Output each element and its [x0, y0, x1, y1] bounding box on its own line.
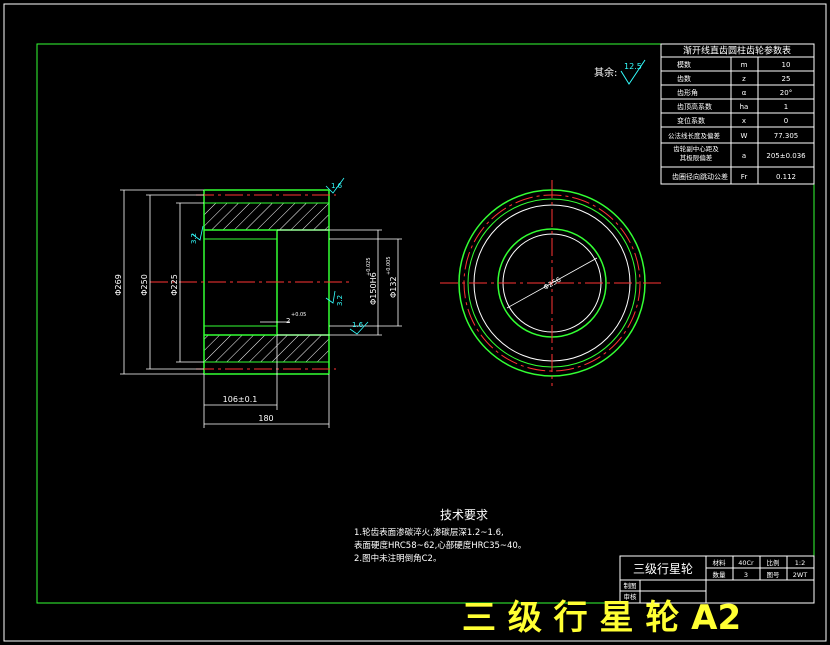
params-title: 渐开线直齿圆柱齿轮参数表	[683, 45, 791, 57]
roughness-marks	[191, 177, 369, 335]
param-symbol-runout: Fr	[741, 173, 748, 181]
tech-line-1: 1.轮齿表面渗碳淬火,渗碳层深1.2~1.6,	[354, 527, 504, 538]
param-value-teeth: 25	[782, 75, 791, 83]
hatch-bottom	[204, 335, 329, 362]
title-block-c2-label: 比例	[767, 558, 780, 567]
tech-line-3: 2.图中未注明倒角C2。	[354, 553, 441, 564]
section-view	[150, 189, 350, 375]
roughness-symbol	[620, 59, 646, 85]
param-name-center-distance-box: 齿轮副中心距及其极限偏差	[673, 145, 719, 162]
dim-d2: Φ250	[140, 274, 149, 296]
param-symbol-addendum: ha	[740, 103, 749, 111]
hatch-top	[204, 203, 329, 230]
param-value-shift: 0	[784, 117, 788, 125]
title-block-checked: 审核	[624, 592, 638, 601]
param-name-pressure-angle: 齿形角	[677, 88, 698, 97]
dim-len1: 106±0.1	[223, 395, 258, 404]
title-block-name: 三级行星轮	[633, 562, 693, 576]
dim-d1: Φ269	[114, 274, 123, 296]
param-name-teeth: 齿数	[677, 74, 691, 83]
tech-title: 技术要求	[440, 508, 488, 522]
param-value-pressure-angle: 20°	[780, 89, 792, 97]
param-name-module: 模数	[677, 60, 691, 69]
dim-d5: Φ132	[389, 276, 398, 298]
dim-small-tol: +0.05	[291, 312, 306, 318]
title-block-c3-value: 3	[744, 571, 748, 579]
param-symbol-center-distance: a	[742, 152, 746, 160]
end-view	[440, 180, 663, 386]
banner-title: 三 级 行 星 轮 A2	[462, 598, 741, 638]
dims-bottom	[203, 321, 330, 428]
param-value-center-distance: 205±0.036	[766, 152, 806, 160]
dim-d4: Φ150H6	[369, 272, 378, 305]
title-block-c4-value: 2WT	[793, 571, 808, 579]
param-value-module: 10	[782, 61, 791, 69]
title-block-c1-value: 40Cr	[738, 559, 754, 567]
param-name-shift: 变位系数	[677, 116, 705, 125]
dim-d3: Φ225	[170, 274, 179, 296]
title-block-c2-value: 1:2	[795, 559, 805, 567]
param-name-center-distance: 齿轮副中心距及其极限偏差	[673, 145, 719, 162]
outer-frame	[3, 3, 827, 642]
roughness-label: 其余:	[594, 66, 617, 79]
param-symbol-span: W	[741, 132, 748, 140]
title-block-c1-label: 材料	[713, 558, 727, 567]
params-table: 渐开线直齿圆柱齿轮参数表 模数 m 10 齿数 z 25 齿形角 α 20° 齿…	[660, 43, 815, 185]
param-value-runout: 0.112	[776, 173, 796, 181]
title-block-drawn: 制图	[624, 581, 637, 590]
rough-left: 3.2	[190, 233, 198, 244]
param-symbol-teeth: z	[742, 75, 746, 83]
dims-left	[120, 189, 204, 375]
tech-line-2: 表面硬度HRC58~62,心部硬度HRC35~40。	[354, 540, 526, 551]
rough-right-b: 1.6	[352, 321, 364, 329]
param-symbol-pressure-angle: α	[742, 89, 747, 97]
param-symbol-module: m	[741, 61, 748, 69]
param-value-span: 77.305	[774, 132, 799, 140]
inner-frame	[36, 43, 815, 604]
dims-right	[277, 229, 402, 336]
dim-d4-tol: +0.025	[366, 257, 372, 276]
roughness-value: 12.5	[624, 62, 642, 71]
rough-right-a: 3.2	[336, 295, 344, 306]
title-block-c4-label: 图号	[767, 571, 781, 579]
dim-circle: Φ256	[542, 275, 563, 291]
dim-d5-tol: +0.005	[386, 256, 392, 275]
tech-requirements: 技术要求 1.轮齿表面渗碳淬火,渗碳层深1.2~1.6, 表面硬度HRC58~6…	[354, 508, 526, 564]
rough-top: 1.6	[331, 182, 343, 190]
dim-small: 2	[286, 317, 290, 325]
roughness-note: 其余: 12.5	[594, 59, 646, 85]
param-name-span: 公法线长度及偏差	[668, 131, 721, 140]
title-block: 三级行星轮 材料 40Cr 比例 1:2 数量 3 图号 2WT 制图 审核	[619, 555, 815, 604]
param-name-runout: 齿圈径向跳动公差	[672, 172, 728, 181]
param-value-addendum: 1	[784, 103, 788, 111]
dim-len2: 180	[258, 414, 273, 423]
title-block-c3-label: 数量	[713, 570, 727, 579]
param-symbol-shift: x	[742, 117, 746, 125]
param-name-addendum: 齿顶高系数	[677, 102, 712, 111]
